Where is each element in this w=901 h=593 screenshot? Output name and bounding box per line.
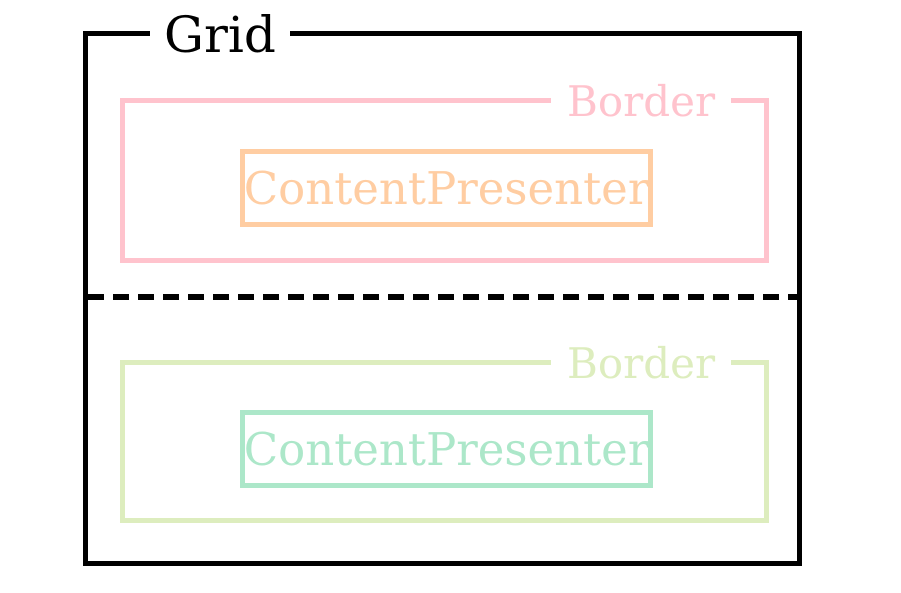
row2-border-box (120, 360, 769, 523)
row1-border-box (120, 98, 769, 263)
row2-contentpresenter-box: ContentPresenter (240, 410, 653, 488)
row1-border-label: Border (551, 81, 732, 123)
grid-outline-box (83, 31, 802, 566)
grid-label: Grid (150, 10, 290, 60)
row2-border-label: Border (551, 343, 732, 385)
row1-contentpresenter-box: ContentPresenter (240, 149, 653, 227)
grid-row-divider (88, 294, 797, 300)
